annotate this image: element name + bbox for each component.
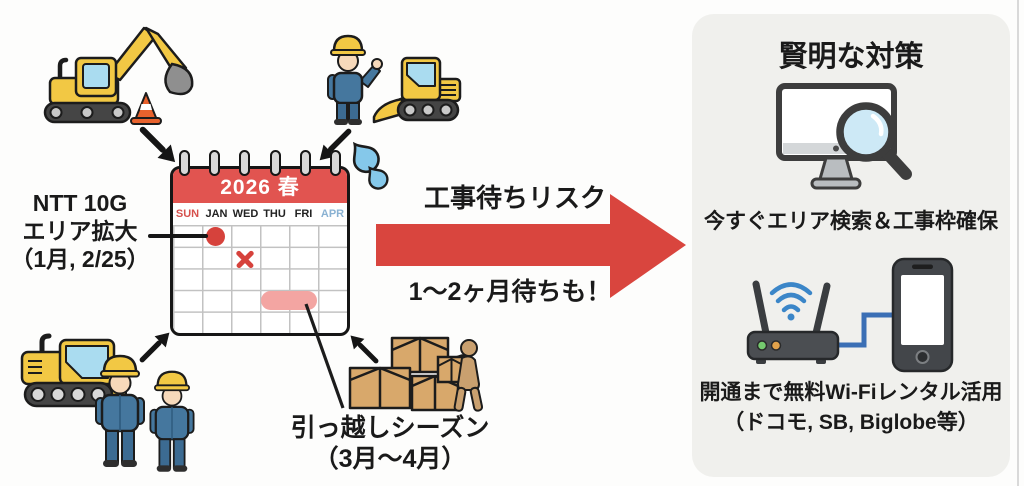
wait-duration-label: 1〜2ヶ月待ちも！	[408, 278, 612, 306]
calendar-title: 2026 春	[173, 169, 347, 203]
monitor-stand	[818, 156, 854, 181]
panel-title: 賢明な対策	[778, 41, 924, 73]
calendar-illustration: 2026 春 SUN JAN WED THU FRI APR	[170, 150, 350, 336]
traffic-cone-icon	[130, 92, 162, 125]
smartphone	[891, 257, 954, 373]
small-excavator	[20, 333, 127, 408]
exhaust-pipe	[57, 57, 69, 81]
arrow-down-right-icon	[139, 126, 177, 164]
calendar-body: 2026 春 SUN JAN WED THU FRI APR	[170, 166, 350, 336]
ntt-label-line3: （1月, 2/25）	[10, 246, 150, 272]
worker-two	[149, 370, 195, 473]
bulldozer	[372, 56, 462, 124]
arrow-up-left-icon	[348, 334, 380, 364]
led-green	[756, 340, 768, 351]
helmet	[332, 34, 364, 53]
moving-label-line1: 引っ越しシーズン	[290, 414, 490, 442]
calendar-day-row: SUN JAN WED THU FRI APR	[173, 203, 347, 225]
worker-bulldozer-icon	[327, 34, 462, 125]
day-fri: FRI	[294, 208, 313, 220]
ntt-label-line1: NTT 10G	[32, 190, 128, 216]
day-sun: SUN	[175, 208, 200, 220]
big-right-arrow	[376, 194, 686, 298]
excavator-workers-icon	[20, 333, 195, 473]
pointer-line-moving	[304, 303, 345, 409]
magnifier-handle	[879, 145, 912, 180]
day-thu: THU	[263, 208, 286, 220]
moving-boxes-icon	[348, 336, 484, 412]
moving-season-label: 引っ越しシーズン （3月〜4月）	[278, 413, 502, 475]
router-body	[746, 330, 840, 361]
action-wifi-rental-label: 開通まで無料Wi-Fiレンタル活用 （ドコモ, SB, Biglobe等）	[692, 378, 1010, 438]
worker-one	[94, 354, 146, 469]
wifi-waves-icon	[769, 282, 813, 321]
calendar-rings	[170, 150, 350, 176]
calendar-pink-highlight	[261, 291, 317, 310]
image-edge-line	[1017, 0, 1019, 486]
antenna-left	[752, 280, 770, 337]
led-orange	[770, 340, 782, 351]
countermeasures-panel: 賢明な対策 今すぐエリア検索＆工事枠確保	[692, 14, 1010, 477]
risk-label: 工事待ちリスク	[423, 183, 606, 213]
day-apr: APR	[320, 208, 345, 220]
blade	[372, 97, 404, 124]
antenna-right	[812, 282, 831, 337]
pointer-line-ntt	[148, 234, 208, 238]
construction-worker	[327, 34, 383, 125]
excavator-icon	[43, 26, 194, 125]
arrow-up-right-icon	[139, 331, 171, 363]
lan-cable	[838, 312, 893, 348]
calendar-grid	[173, 225, 347, 333]
excavator-bucket	[164, 62, 194, 96]
calendar-x-mark	[234, 248, 256, 270]
action-search-label: 今すぐエリア検索＆工事枠確保	[704, 210, 998, 233]
magnifier-lens	[836, 102, 896, 162]
sweat-drops-icon	[351, 140, 393, 194]
moving-label-line2: （3月〜4月）	[313, 445, 467, 473]
cab-window	[82, 63, 110, 89]
monitor-search-icon	[776, 83, 912, 190]
calendar-red-dot	[206, 227, 225, 246]
moving-person	[436, 339, 484, 412]
action-wifi-line1: 開通まで無料Wi-Fiレンタル活用	[699, 381, 1003, 404]
day-wed: WED	[232, 208, 259, 220]
router-phone-icon	[746, 257, 954, 373]
action-wifi-line2: （ドコモ, SB, Biglobe等）	[723, 411, 979, 434]
day-jan: JAN	[205, 208, 228, 220]
ntt-label-line2: エリア拡大	[22, 218, 138, 244]
ntt-expansion-label: NTT 10G エリア拡大 （1月, 2/25）	[0, 189, 164, 273]
